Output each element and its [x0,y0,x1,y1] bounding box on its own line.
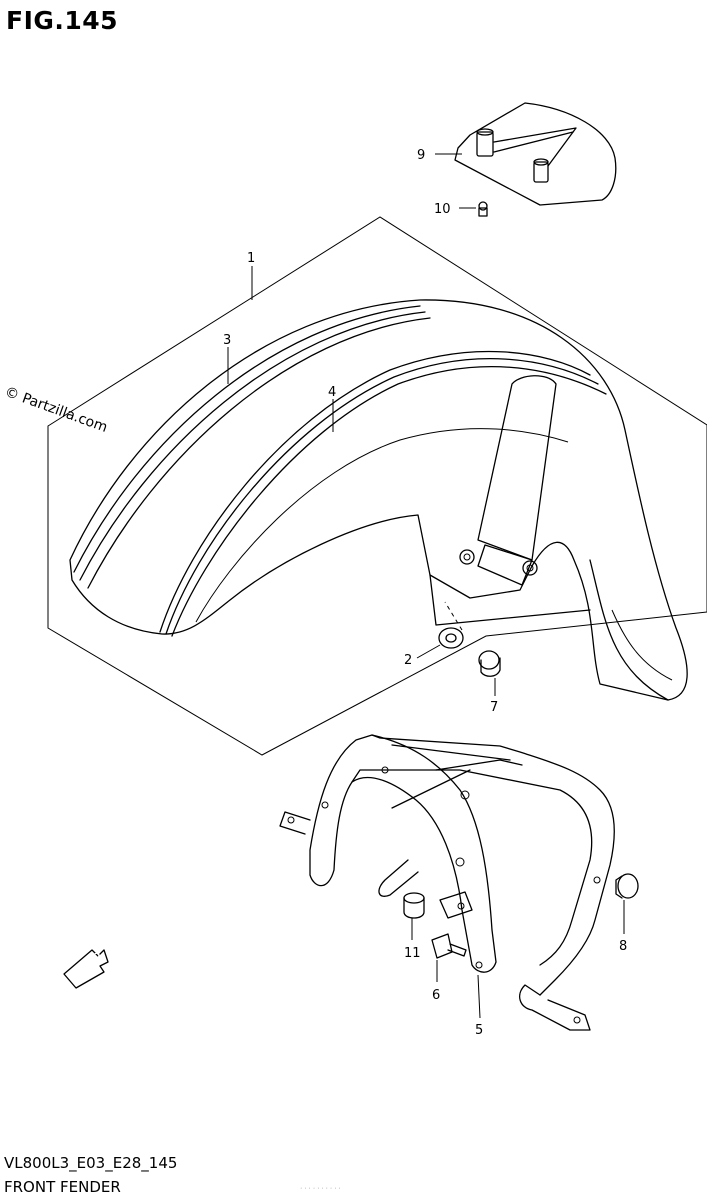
fwd-arrow-label: FWD [80,950,103,970]
bolt-part-6 [431,933,467,959]
fine-print: · · · · · · · · · · [300,1185,341,1192]
rubber-cap-part-8 [615,873,639,899]
fender-bracket-part [279,734,615,1031]
figure-title: FIG.145 [6,6,119,35]
callout-11: 11 [404,946,421,961]
callout-8: 8 [619,939,627,954]
front-fender-part [69,299,688,701]
model-code: VL800L3_E03_E28_145 [4,1154,178,1172]
screw-part-10 [478,201,488,217]
callout-2: 2 [404,653,412,668]
callout-1: 1 [247,251,255,266]
fwd-arrow-icon: FWD [63,949,109,989]
callout-6: 6 [432,988,440,1003]
callout-7: 7 [490,700,498,715]
cap-part-7 [478,650,501,677]
mud-flap-part [454,102,617,206]
washer-part-2 [438,627,464,649]
cushion-part-11 [403,892,425,919]
callout-4: 4 [328,385,336,400]
callout-10: 10 [434,202,451,217]
callout-9: 9 [417,148,425,163]
figure-caption: FRONT FENDER [4,1178,121,1196]
callout-5: 5 [475,1023,483,1038]
callout-3: 3 [223,333,231,348]
assembly-boundary [47,216,707,756]
